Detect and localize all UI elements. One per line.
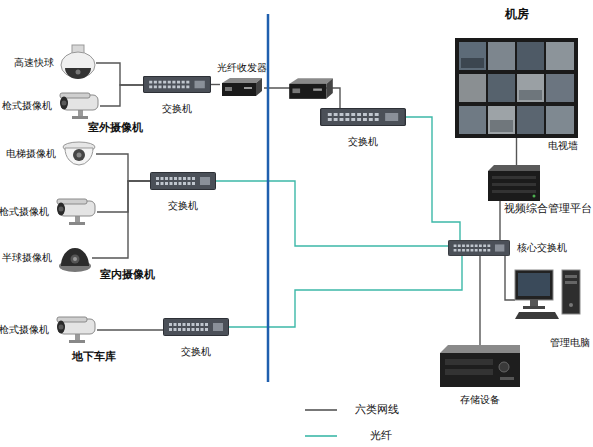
- bullet-camera-icon: [60, 93, 98, 119]
- video-wall-node: 电视墙: [455, 38, 578, 138]
- storage-label: 存储设备: [460, 394, 500, 406]
- storage-icon: [440, 345, 520, 387]
- divider-line: [267, 14, 270, 382]
- legend-line-sample: [305, 435, 337, 437]
- bullet-camera-icon: [57, 317, 95, 343]
- speed-dome-icon: [61, 45, 95, 79]
- platform-icon: [488, 165, 540, 201]
- cat6-cable: [92, 181, 150, 258]
- cat6-cable: [479, 256, 480, 345]
- camera-label: 电梯摄像机: [6, 148, 56, 160]
- computer-label: 管理电脑: [550, 337, 590, 349]
- camera-node: 半球摄像机: [58, 243, 92, 273]
- core-switch-label: 核心交换机: [517, 242, 567, 254]
- switch-node: 交换机: [320, 108, 406, 126]
- switch-label: 交换机: [181, 346, 211, 358]
- camera-node: 枪式摄像机: [55, 198, 97, 226]
- storage-node: 存储设备: [440, 345, 520, 387]
- computer-node: 管理电脑: [515, 270, 585, 320]
- cat6-cable: [96, 154, 150, 181]
- platform-label: 视频综合管理平台: [504, 203, 592, 215]
- switch-icon: [448, 240, 509, 255]
- switch-icon: [164, 319, 229, 336]
- video-wall-icon: [455, 38, 578, 138]
- cat6-cable: [516, 138, 517, 165]
- camera-node: 高速快球: [60, 45, 96, 81]
- transceiver-icon: [289, 78, 333, 99]
- camera-label: 枪式摄像机: [0, 324, 49, 336]
- cat6-cable: [97, 181, 150, 212]
- legend-line-sample: [305, 409, 337, 411]
- camera-label: 枪式摄像机: [2, 100, 52, 112]
- switch-icon: [151, 173, 216, 190]
- camera-label: 高速快球: [14, 57, 54, 69]
- transceiver-icon: [222, 78, 262, 96]
- video-wall-label: 电视墙: [548, 140, 578, 152]
- cat6-cable: [97, 329, 163, 330]
- camera-node: 枪式摄像机: [55, 316, 97, 344]
- switch-icon: [144, 76, 211, 92]
- transceiver-label: 光纤收发器: [217, 62, 267, 74]
- camera-label: 半球摄像机: [2, 252, 52, 264]
- transceiver-node: 光纤收发器: [220, 77, 264, 97]
- camera-node: 电梯摄像机: [62, 140, 96, 168]
- cat6-cable: [499, 201, 500, 240]
- computer-icon: [515, 270, 580, 319]
- switch-label: 交换机: [162, 103, 192, 115]
- switch-icon: [321, 109, 406, 126]
- cat6-cable: [96, 63, 143, 85]
- dome-camera-icon: [63, 142, 95, 165]
- switch-node: 交换机: [143, 76, 211, 93]
- switch-node: 交换机: [150, 172, 216, 190]
- switch-label: 交换机: [168, 200, 198, 212]
- core-switch-node: 核心交换机: [448, 240, 510, 256]
- group-label: 地下车库: [72, 350, 116, 363]
- cat6-cable: [211, 84, 220, 85]
- group-label: 室内摄像机: [100, 268, 155, 281]
- cat6-cable: [505, 256, 515, 300]
- camera-label: 枪式摄像机: [0, 206, 49, 218]
- fiber-link: [216, 181, 448, 246]
- cat6-cable: [100, 85, 143, 106]
- platform-node: 视频综合管理平台: [488, 165, 540, 201]
- legend-label: 光纤: [370, 429, 392, 442]
- switch-label: 交换机: [348, 136, 378, 148]
- dome-camera-icon: [59, 248, 91, 272]
- fiber-link: [406, 117, 460, 240]
- group-label: 室外摄像机: [88, 121, 143, 134]
- bullet-camera-icon: [57, 199, 95, 225]
- group-label: 机房: [505, 8, 529, 21]
- legend-label: 六类网线: [355, 403, 399, 416]
- camera-node: 枪式摄像机: [58, 92, 100, 120]
- switch-node: 交换机: [163, 318, 229, 336]
- fiber-link: [229, 256, 462, 327]
